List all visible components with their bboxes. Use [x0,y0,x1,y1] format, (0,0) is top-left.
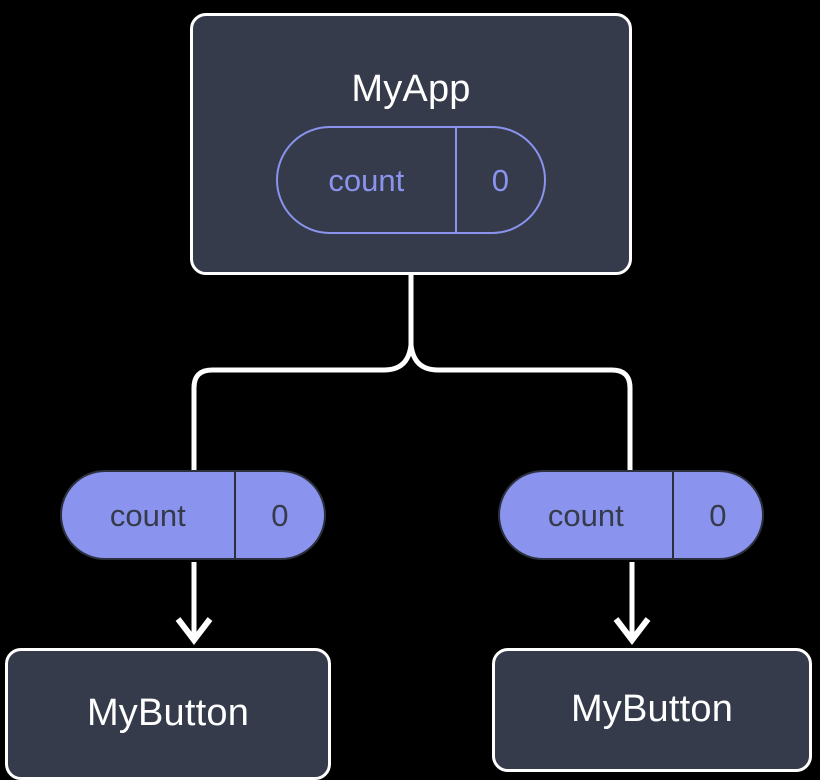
arrow-head-right [613,617,651,645]
connector-fork-right [408,344,633,470]
state-pill-count[interactable]: count 0 [276,126,546,234]
prop-pill-count-right[interactable]: count 0 [498,470,764,560]
prop-pill-left-value: 0 [233,472,324,558]
node-mybutton-left-title: MyButton [86,692,250,734]
state-pill-value: 0 [454,128,544,232]
node-myapp-title: MyApp [351,68,471,110]
node-mybutton-right-title: MyButton [570,688,734,730]
prop-pill-count-left[interactable]: count 0 [60,470,326,560]
state-pill-key: count [328,162,405,198]
prop-pill-right-key: count [547,497,624,533]
node-mybutton-left[interactable]: MyButton [5,648,331,780]
prop-pill-right-value: 0 [671,472,762,558]
connector-fork-left [191,344,414,470]
arrow-head-left [175,617,213,645]
node-mybutton-right[interactable]: MyButton [492,648,812,772]
prop-pill-left-key: count [109,497,186,533]
